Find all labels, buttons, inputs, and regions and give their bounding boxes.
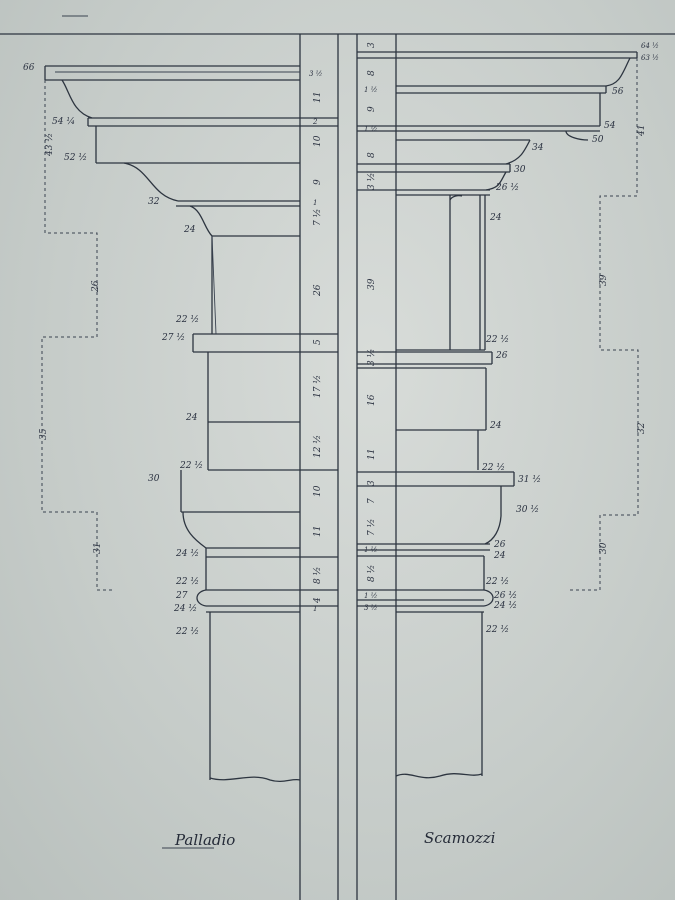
dim-label: 30 ½: [516, 504, 539, 515]
dim-label: 27: [175, 591, 188, 601]
column-value: 11: [367, 449, 377, 460]
side-dim-label: 26: [91, 280, 101, 293]
dim-label: 22 ½: [485, 334, 509, 345]
left-column-values: 3 ½ 11 2 10 9 1 7 ½ 26 5 17 ½ 12 ½ 10 11…: [309, 70, 323, 613]
column-value: 17 ½: [312, 375, 323, 398]
dim-label: 26 ½: [495, 182, 519, 193]
scamozzi-label: Scamozzi: [424, 829, 496, 847]
dim-label: 24: [185, 413, 198, 423]
column-value: 8 ½: [312, 567, 323, 584]
column-value: 10: [313, 485, 323, 497]
column-value: 11: [313, 526, 323, 537]
column-value: 8: [367, 152, 377, 158]
dim-label: 22 ½: [175, 626, 199, 637]
palladio-profile: [44, 65, 338, 783]
column-value: 12 ½: [312, 435, 323, 458]
side-dim-label: 39: [599, 274, 609, 286]
dim-label: 66: [23, 63, 35, 73]
column-value: 7 ½: [312, 209, 323, 226]
dim-label: 22 ½: [485, 624, 509, 635]
column-value: 3 ½: [364, 604, 378, 612]
dim-label: 54 ¼: [52, 116, 75, 127]
dim-label: 24: [489, 213, 502, 223]
side-dim-label: 31: [93, 543, 103, 554]
dim-label: 34: [532, 143, 544, 153]
dim-label: 22 ½: [179, 460, 203, 471]
left-side-dimensions: 26 35 31: [39, 280, 103, 554]
dim-label: 24: [183, 225, 196, 235]
column-value: 7 ½: [366, 519, 377, 536]
dim-label: 43 ½: [44, 133, 55, 157]
dim-label: 24 ½: [173, 603, 197, 614]
column-value: 26: [313, 284, 323, 297]
column-value: 1: [313, 605, 317, 613]
palladio-outline-dashed: [41, 80, 112, 591]
column-value: 8 ½: [366, 565, 377, 582]
scamozzi-profile: [357, 51, 638, 779]
dim-label: 41: [637, 125, 647, 137]
dim-label: 26 ½: [493, 590, 517, 601]
dim-label: 22 ½: [175, 314, 199, 325]
dim-label: 30: [148, 474, 160, 484]
dim-label: 22 ½: [485, 576, 509, 587]
column-value: 8: [367, 70, 377, 76]
dim-label: 63 ½: [641, 54, 659, 62]
dim-label: 24 ½: [493, 600, 517, 611]
dim-label: 54: [604, 121, 616, 131]
column-value: 39: [367, 278, 377, 290]
column-value: 10: [313, 135, 323, 147]
dim-label: 22 ½: [481, 462, 505, 473]
dim-label: 64 ½: [641, 42, 659, 50]
right-outer-dimensions: 64 ½ 63 ½ 56 54 50 41 34 30 26 ½ 24 22 ½…: [481, 42, 659, 635]
side-dim-label: 35: [39, 428, 49, 440]
dim-label: 32: [148, 197, 160, 207]
side-dim-label: 32: [637, 422, 647, 434]
column-value: 4: [313, 597, 323, 604]
column-value: 9: [367, 106, 377, 112]
column-value: 3 ½: [366, 173, 377, 190]
column-value: 1 ½: [364, 546, 378, 554]
dim-label: 24: [493, 551, 506, 561]
column-value: 1 ½: [364, 592, 378, 600]
column-value: 1 ½: [364, 125, 378, 133]
right-side-dimensions: 39 32 30: [599, 274, 647, 554]
side-dim-label: 30: [599, 542, 609, 554]
dim-label: 24 ½: [175, 548, 199, 559]
left-outer-dimensions: 66 54 ¼ 43 ½ 52 ½ 32 24 22 ½ 27 ½ 24 22 …: [23, 63, 203, 637]
center-guide-lines: [299, 34, 397, 900]
column-value: 2: [312, 118, 318, 126]
dim-label: 24: [489, 421, 502, 431]
column-value: 5: [313, 339, 323, 345]
column-value: 3 ½: [366, 349, 377, 366]
column-value: 1 ½: [364, 86, 378, 94]
center-column-values: 3 8 1 ½ 9 1 ½ 8 3 ½ 39 3 ½ 16 11 3 7 7 ½…: [364, 42, 378, 612]
dim-label: 50: [592, 135, 604, 145]
column-value: 7: [367, 498, 377, 504]
palladio-label: Palladio: [174, 831, 235, 849]
dim-label: 31 ½: [518, 474, 541, 485]
column-value: 3 ½: [309, 70, 323, 78]
column-value: 11: [313, 92, 323, 103]
column-value: 9: [313, 179, 323, 185]
dim-label: 30: [514, 165, 526, 175]
dim-label: 52 ½: [64, 152, 87, 163]
column-value: 3: [367, 42, 377, 48]
dim-label: 22 ½: [175, 576, 199, 587]
column-value: 3: [367, 480, 377, 486]
dim-label: 26: [493, 540, 506, 550]
dim-label: 56: [612, 87, 624, 97]
scamozzi-outline-dashed: [568, 58, 639, 591]
dim-label: 27 ½: [161, 332, 185, 343]
dim-label: 26: [495, 351, 508, 361]
column-value: 16: [367, 394, 377, 406]
column-value: 1: [313, 199, 317, 207]
